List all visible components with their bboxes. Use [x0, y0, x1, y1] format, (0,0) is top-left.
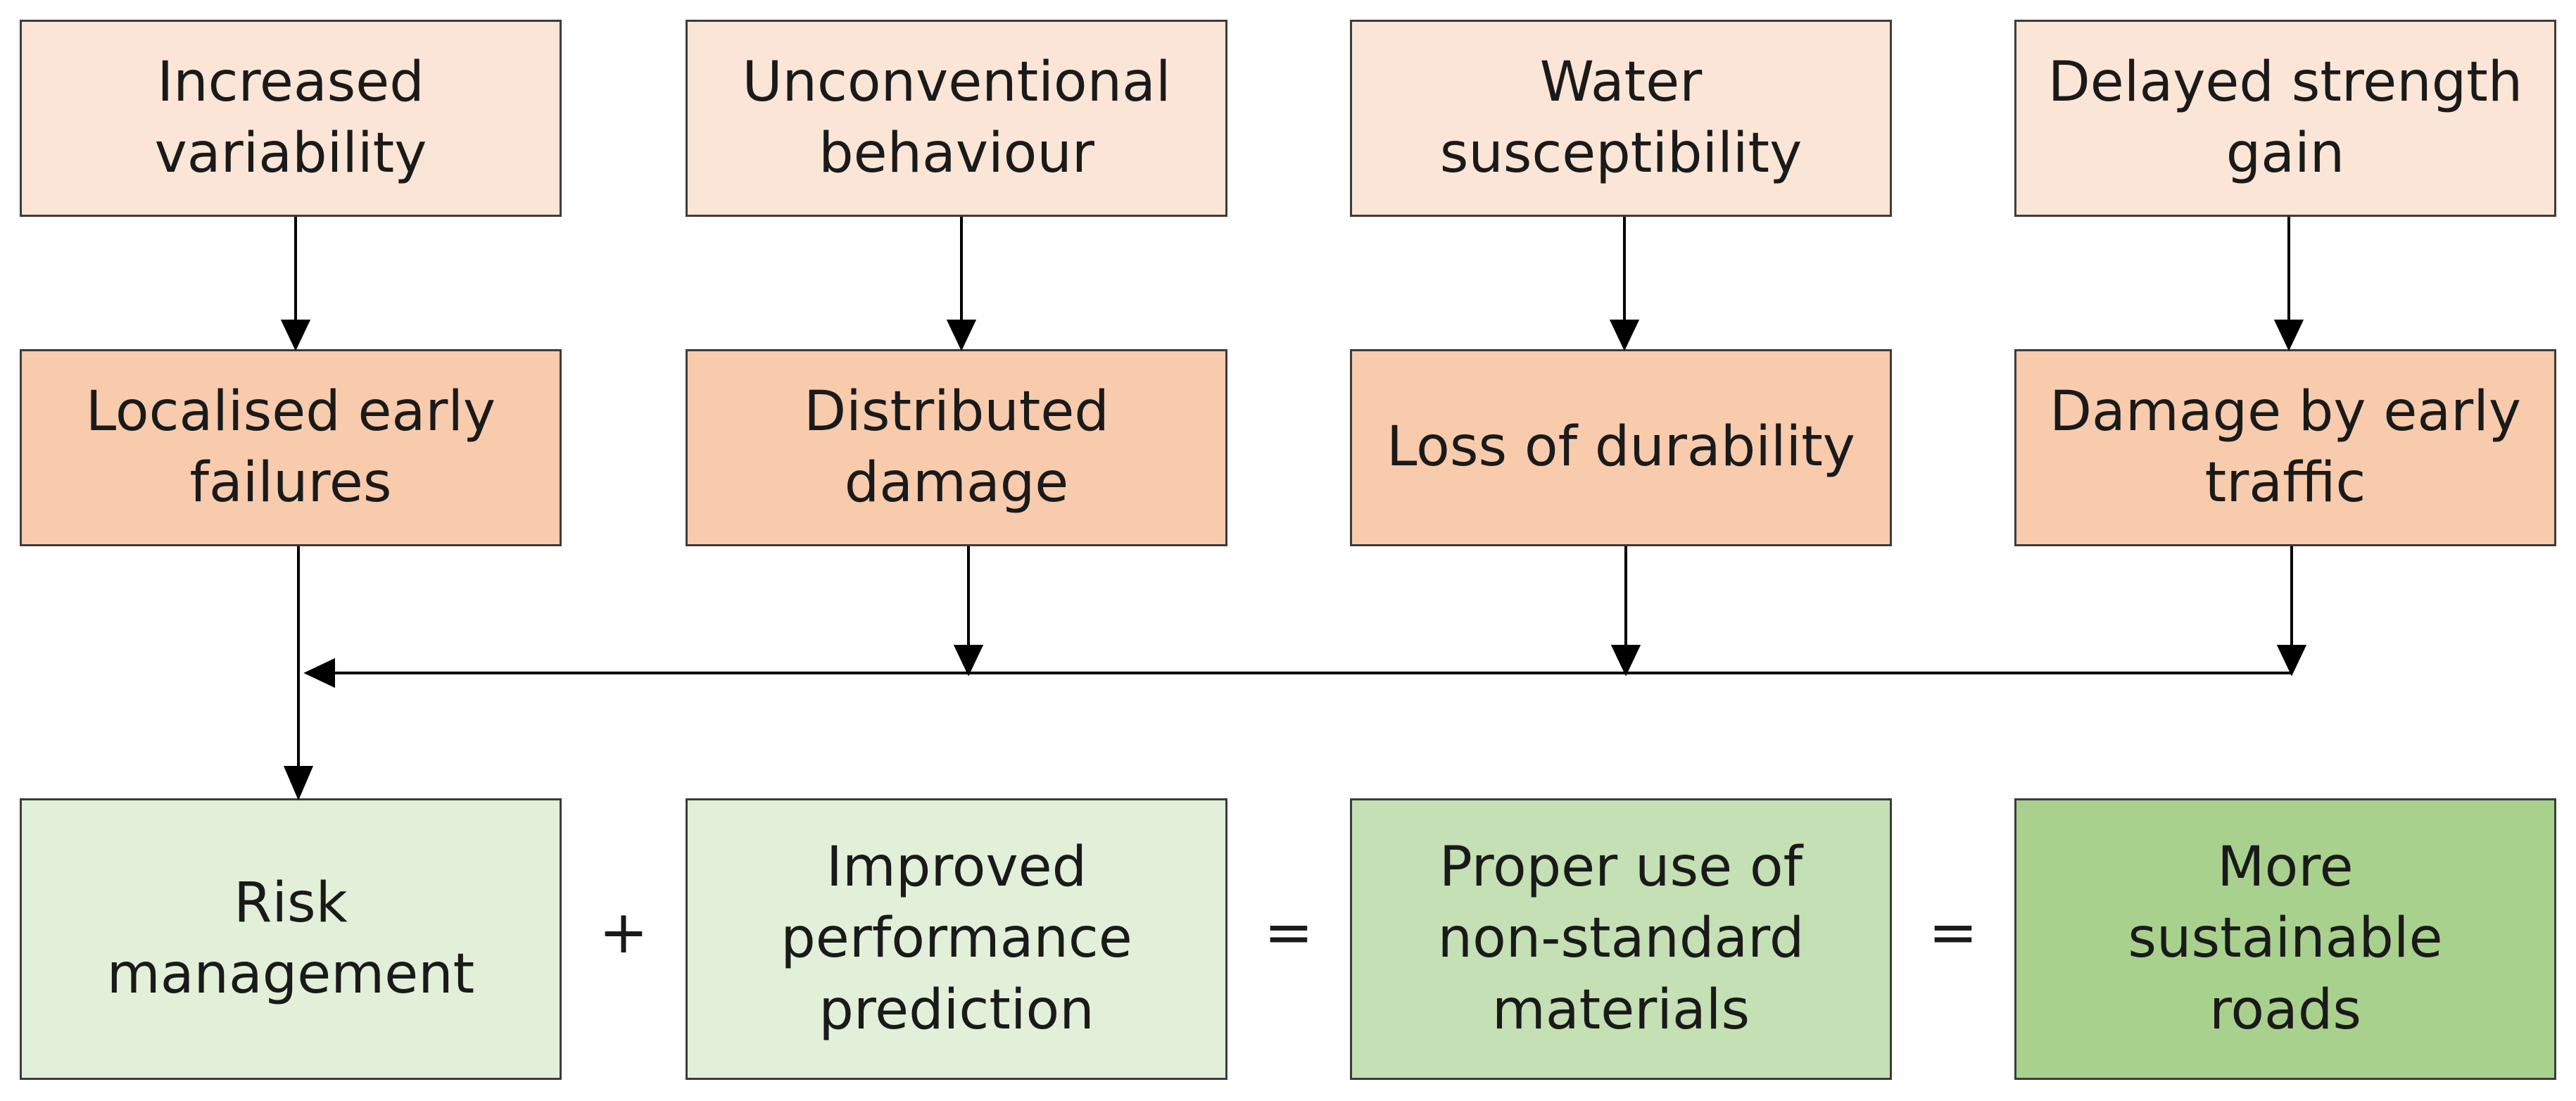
effect-box-damage-by-early-traffic: Damage by early traffic [2014, 349, 2556, 546]
cause-label: Delayed strength gain [2047, 50, 2523, 185]
cause-label: Increased variability [154, 50, 427, 185]
equation-box-risk-management: Risk management [20, 798, 562, 1080]
arrow-cause-to-effect-4 [2273, 217, 2304, 351]
cause-box-unconventional-behaviour: Unconventional behaviour [686, 20, 1227, 217]
cause-label: Water susceptibility [1439, 50, 1802, 185]
effect-label: Distributed damage [804, 379, 1109, 515]
cause-label: Unconventional behaviour [742, 50, 1171, 185]
equation-box-improved-performance-prediction: Improved performance prediction [686, 798, 1227, 1080]
effect-box-localised-early-failures: Localised early failures [20, 349, 562, 546]
arrow-cause-to-effect-2 [946, 217, 977, 351]
arrow-effect-4-down [2276, 546, 2307, 677]
equation-term: More sustainable roads [2128, 835, 2443, 1042]
equation-term: Risk management [106, 871, 475, 1006]
effect-box-loss-of-durability: Loss of durability [1350, 349, 1892, 546]
effect-box-distributed-damage: Distributed damage [686, 349, 1227, 546]
cause-box-increased-variability: Increased variability [20, 20, 562, 217]
effect-label: Damage by early traffic [2049, 379, 2522, 515]
arrow-cause-to-effect-1 [280, 217, 311, 351]
arrow-cause-to-effect-3 [1609, 217, 1640, 351]
arrow-effect-3-down [1610, 546, 1641, 677]
arrow-effect-2-down [953, 546, 984, 677]
equals-operator-2: = [1928, 898, 1978, 967]
equation-term: Proper use of non-standard materials [1437, 835, 1805, 1042]
equation-term: Improved performance prediction [781, 835, 1132, 1042]
cause-box-delayed-strength-gain: Delayed strength gain [2014, 20, 2556, 217]
cause-box-water-susceptibility: Water susceptibility [1350, 20, 1892, 217]
arrow-to-risk-management [283, 546, 314, 801]
equation-box-more-sustainable-roads: More sustainable roads [2014, 798, 2556, 1080]
effect-label: Loss of durability [1387, 415, 1855, 479]
equals-operator-1: = [1263, 898, 1314, 967]
plus-operator: + [598, 898, 649, 967]
equation-box-proper-use-of-materials: Proper use of non-standard materials [1350, 798, 1892, 1080]
collector-line [303, 658, 2292, 688]
effect-label: Localised early failures [85, 379, 496, 515]
